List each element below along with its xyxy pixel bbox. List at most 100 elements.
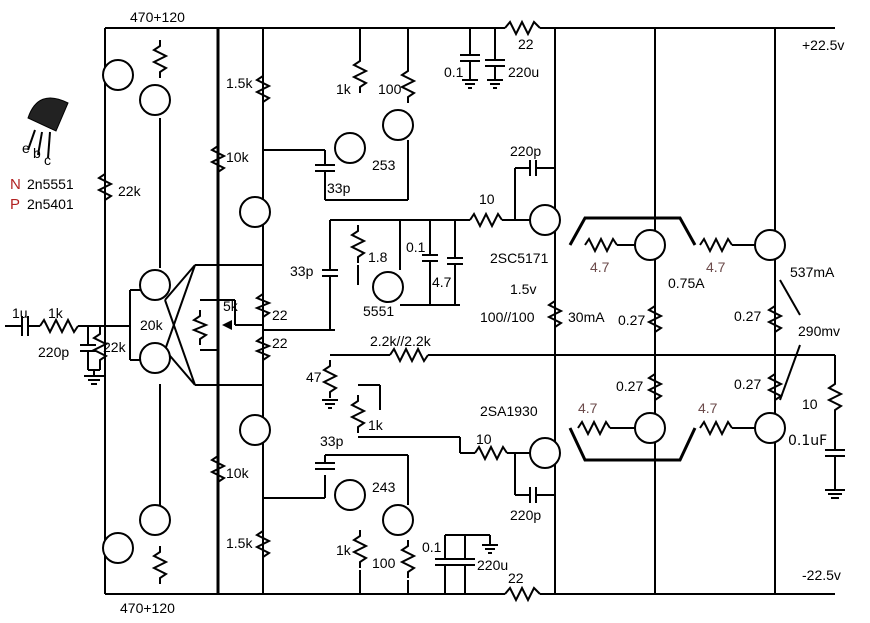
r-0u27-1-label: 0.27 (618, 312, 645, 328)
cap-input-shunt-label: 220p (38, 344, 69, 360)
r-0u27-3-label: 0.27 (616, 378, 643, 394)
r-22-supply-top-label: 22 (518, 36, 534, 52)
i-537ma-label: 537mA (790, 264, 835, 280)
r-22-bottom-label: 22 (272, 335, 288, 351)
transistor-icon (372, 271, 404, 303)
transistor-icon (239, 414, 271, 446)
input-transistors (102, 59, 171, 564)
r-22-supply-bottom-label: 22 (508, 570, 524, 586)
r-10k-bottom-label: 10k (226, 465, 250, 481)
c-33p-top-label: 33p (327, 180, 351, 196)
transistor-icon (102, 59, 134, 91)
rail-wires (104, 19, 835, 603)
transistor-icon (334, 132, 366, 164)
pin-e-label: e (22, 140, 30, 156)
c-220u-top-label: 220u (508, 64, 539, 80)
transistor-icon (754, 229, 786, 261)
c-220p-top-label: 220p (510, 143, 541, 159)
r-4v7-1-label: 4.7 (590, 259, 610, 275)
r-2k2-2k2-label: 2.2k//2.2k (370, 333, 432, 349)
c-4u7-label: 4.7 (432, 274, 452, 290)
r-22k-left-label: 22k (118, 183, 142, 199)
vbe-multiplier (321, 219, 835, 453)
transistor-icon (239, 196, 271, 228)
transistor-icon (529, 437, 561, 469)
r-4v7-4-label: 4.7 (698, 400, 718, 416)
output-stage (568, 216, 845, 499)
npn-part-label: 2n5551 (27, 176, 74, 192)
r-100-100-label: 100//100 (480, 309, 535, 325)
r-1k-bottom-label: 1k (336, 542, 352, 558)
r-1v8-label: 1.8 (368, 249, 388, 265)
c-220p-bottom-label: 220p (510, 507, 541, 523)
c-0u1-bottom-label: 0.1 (422, 539, 442, 555)
transistor-icon (634, 412, 666, 444)
q-2sa1930-label: 2SA1930 (480, 403, 538, 419)
q-2sc5171-label: 2SC5171 (490, 250, 549, 266)
q-253-label: 253 (372, 157, 396, 173)
i-30ma-label: 30mA (568, 309, 605, 325)
left-bias-network (96, 40, 263, 584)
vas-transistors (239, 196, 271, 446)
r-1k5-bottom-label: 1.5k (226, 535, 253, 551)
q-5551-label: 5551 (363, 303, 394, 319)
pot-1k-label: 1k (368, 417, 384, 433)
c-33p-bottom-label: 33p (320, 433, 344, 449)
vas-bias-network (191, 70, 335, 563)
r-0u27-4-label: 0.27 (734, 376, 761, 392)
transistor-icon (754, 412, 786, 444)
transistor-icon (139, 504, 171, 536)
pnp-letter: P (10, 196, 20, 213)
r-10-bottom-label: 10 (476, 431, 492, 447)
c-0u1-top-label: 0.1 (444, 64, 464, 80)
q-243-label: 243 (372, 479, 396, 495)
r-4v7-2-label: 4.7 (706, 259, 726, 275)
r-1k-top-label: 1k (336, 81, 352, 97)
c-220u-bottom-label: 220u (477, 557, 508, 573)
negative-rail-label: -22.5v (802, 567, 841, 583)
transistor-icon (102, 532, 134, 564)
positive-rail-label: +22.5v (802, 37, 844, 53)
v-1v5-label: 1.5v (510, 281, 536, 297)
transistor-icon (139, 269, 171, 301)
r-0u27-2-label: 0.27 (734, 308, 761, 324)
pin-c-label: c (44, 152, 51, 168)
transistor-icon (139, 84, 171, 116)
c-0u1uf-out-label: 0.1uF (788, 433, 827, 449)
transistor-icon (529, 204, 561, 236)
transistor-icon (334, 479, 366, 511)
transistor-icon (634, 229, 666, 261)
r-input-label: 1k (48, 305, 64, 321)
top-pair-res-label: 470+120 (130, 9, 185, 25)
r-10-out-label: 10 (802, 396, 818, 412)
top-driver-stage (315, 28, 505, 201)
r-10-top-label: 10 (479, 191, 495, 207)
cap-input-label: 1u (12, 305, 28, 321)
r-100-bottom-label: 100 (372, 555, 396, 571)
pre-driver-stage (460, 160, 564, 503)
r-22k-input-label: 22k (103, 339, 127, 355)
transistor-icon (382, 504, 414, 536)
npn-letter: N (10, 176, 21, 193)
v-290mv-label: 290mv (798, 323, 840, 339)
pin-b-label: b (33, 145, 41, 161)
input-stage (5, 316, 130, 385)
transistor-pinout-icon (27, 97, 69, 159)
pot-5k-label: 5k (223, 298, 239, 314)
r-47-label: 47 (306, 369, 322, 385)
r-4v7-3-label: 4.7 (578, 400, 598, 416)
r-20k-label: 20k (140, 317, 164, 333)
transistor-icon (139, 342, 171, 374)
transistor-icon (382, 109, 414, 141)
r-1k5-top-label: 1.5k (226, 75, 253, 91)
pnp-part-label: 2n5401 (27, 196, 74, 212)
bottom-pair-res-label: 470+120 (120, 600, 175, 616)
bottom-driver-stage (315, 454, 498, 594)
c-0u1-mid-label: 0.1 (406, 239, 426, 255)
c-33p-mid-label: 33p (290, 263, 314, 279)
r-100-top-label: 100 (378, 81, 402, 97)
i-0u75a-label: 0.75A (668, 275, 705, 291)
r-22-top-label: 22 (272, 307, 288, 323)
